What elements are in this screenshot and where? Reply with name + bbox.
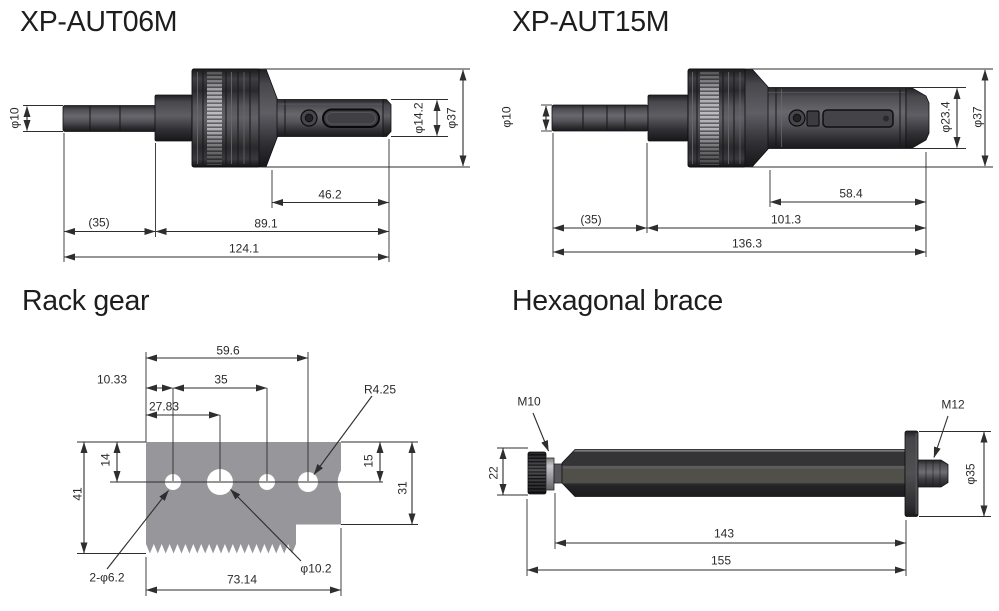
dim-aut15m-shaft-len: (35): [580, 212, 602, 227]
dim-rack-hole4-offset: 59.6: [216, 343, 240, 358]
dim-aut06m-nose-len: 46.2: [318, 187, 342, 202]
dim-aut15m-shaft-dia: φ10: [499, 106, 514, 128]
dim-aut15m-body-dia: φ37: [970, 106, 985, 128]
dim-aut15m-sleeve-len: 58.4: [839, 186, 863, 201]
aut15m-dimension-lines: [541, 68, 993, 257]
dim-hex-left-thread: M10: [517, 394, 541, 409]
dim-rack-large-hole: φ10.2: [300, 561, 332, 576]
dim-aut15m-sleeve-dia: φ23.4: [938, 101, 953, 133]
aut06m-part-view: [62, 68, 392, 168]
dim-aut06m-front-len: 89.1: [254, 216, 278, 231]
dim-hex-total-len: 155: [710, 553, 732, 568]
rack-gear-dimension-lines: [77, 352, 418, 596]
dim-rack-plate-width: 73.14: [226, 572, 258, 587]
rack-gear-part-view: [146, 442, 341, 554]
dim-aut06m-nose-dia: φ14.2: [411, 102, 426, 134]
dim-aut15m-front-len: 101.3: [770, 212, 802, 227]
dim-hex-body-len: 143: [713, 526, 735, 541]
dim-hex-flange-dia: φ35: [963, 463, 978, 485]
dim-hex-right-thread: M12: [941, 397, 965, 412]
part-title-aut06m: XP-AUT06M: [20, 6, 178, 38]
dim-rack-step-height: 31: [395, 481, 410, 495]
dim-aut15m-total-len: 136.3: [731, 236, 763, 251]
aut15m-part-view: [551, 68, 930, 168]
dim-hex-across-flats: 22: [486, 466, 501, 480]
dim-rack-corner-radius: R4.25: [363, 382, 397, 397]
dim-rack-hole-span: 35: [214, 372, 228, 387]
dim-aut06m-shaft-dia: φ10: [7, 107, 22, 129]
dim-rack-row-offset-right: 15: [361, 454, 376, 468]
part-title-hex-brace: Hexagonal brace: [512, 285, 723, 317]
part-title-rack-gear: Rack gear: [22, 285, 150, 317]
dim-rack-row-offset-left: 14: [98, 453, 113, 467]
dim-rack-hole1-offset: 10.33: [96, 372, 128, 387]
dim-rack-plate-height: 41: [70, 487, 85, 501]
part-title-aut15m: XP-AUT15M: [512, 6, 670, 38]
hex-brace-dimension-lines: [497, 412, 991, 576]
dim-rack-small-holes: 2-φ6.2: [89, 570, 125, 585]
dim-rack-hole2-offset: 27.83: [148, 399, 180, 414]
dim-aut06m-shaft-len: (35): [88, 215, 110, 230]
hex-brace-part-view: [527, 430, 949, 517]
dim-aut06m-body-dia: φ37: [444, 107, 459, 129]
aut06m-dimension-lines: [23, 68, 470, 262]
dim-aut06m-total-len: 124.1: [228, 241, 260, 256]
